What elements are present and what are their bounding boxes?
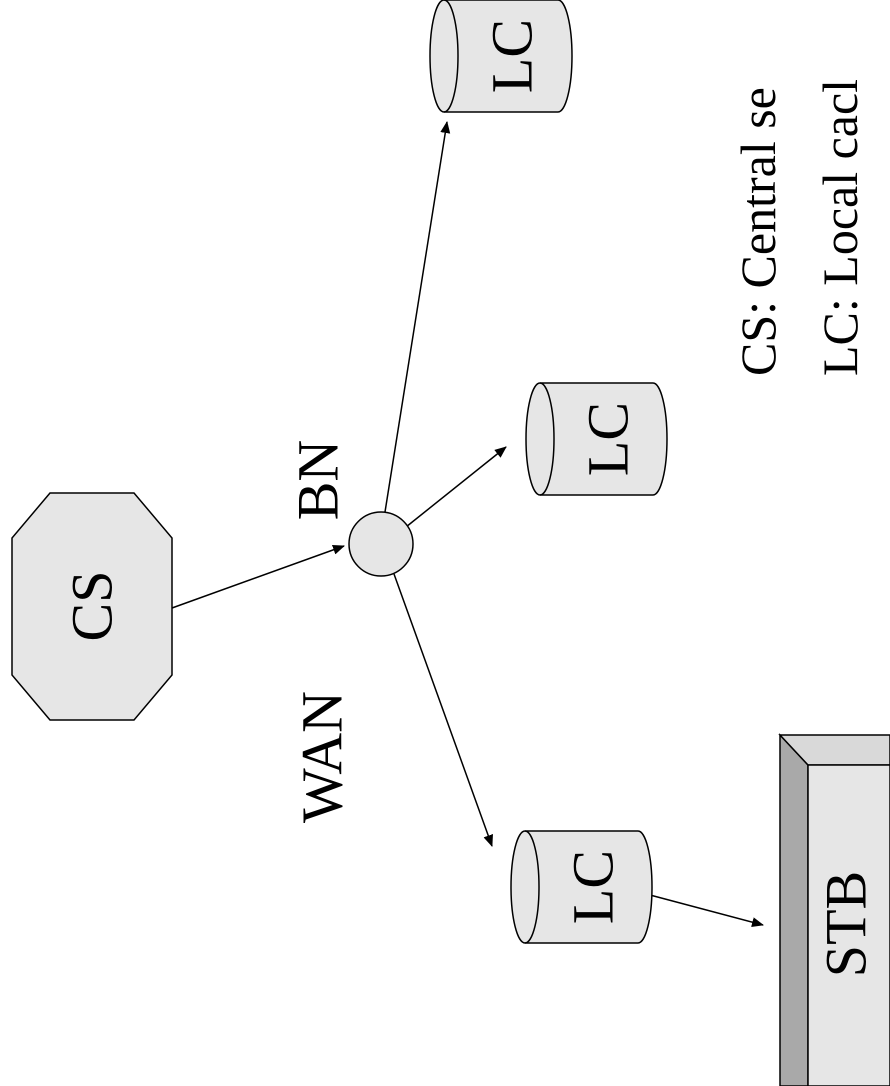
wan-label: WAN [290, 691, 355, 823]
branch-node-label: BN [286, 440, 351, 521]
branch-node [348, 511, 414, 577]
local-cache-node-top: LC [429, 0, 573, 113]
edge-bn-to-lc-middle [405, 446, 507, 528]
edge-bn-to-lc-bottom [393, 573, 493, 847]
edge-cs-to-bn [171, 545, 345, 609]
legend-lc-line: LC: Local cacl [812, 79, 868, 376]
local-cache-label-top: LC [480, 19, 545, 93]
set-top-box-node: STB [778, 733, 890, 1086]
edge-lc-to-stb [649, 894, 764, 928]
central-server-label: CS [60, 571, 125, 642]
local-cache-node-bottom: LC [510, 830, 653, 944]
legend-cs-line: CS: Central se [730, 87, 786, 376]
edge-bn-to-lc-top [384, 121, 451, 513]
central-server-node: CS [11, 492, 173, 721]
set-top-box-label-visible: STB [814, 871, 879, 977]
local-cache-label-bottom: LC [561, 850, 626, 924]
local-cache-node-middle: LC [525, 382, 668, 496]
local-cache-label-middle: LC [576, 402, 641, 476]
